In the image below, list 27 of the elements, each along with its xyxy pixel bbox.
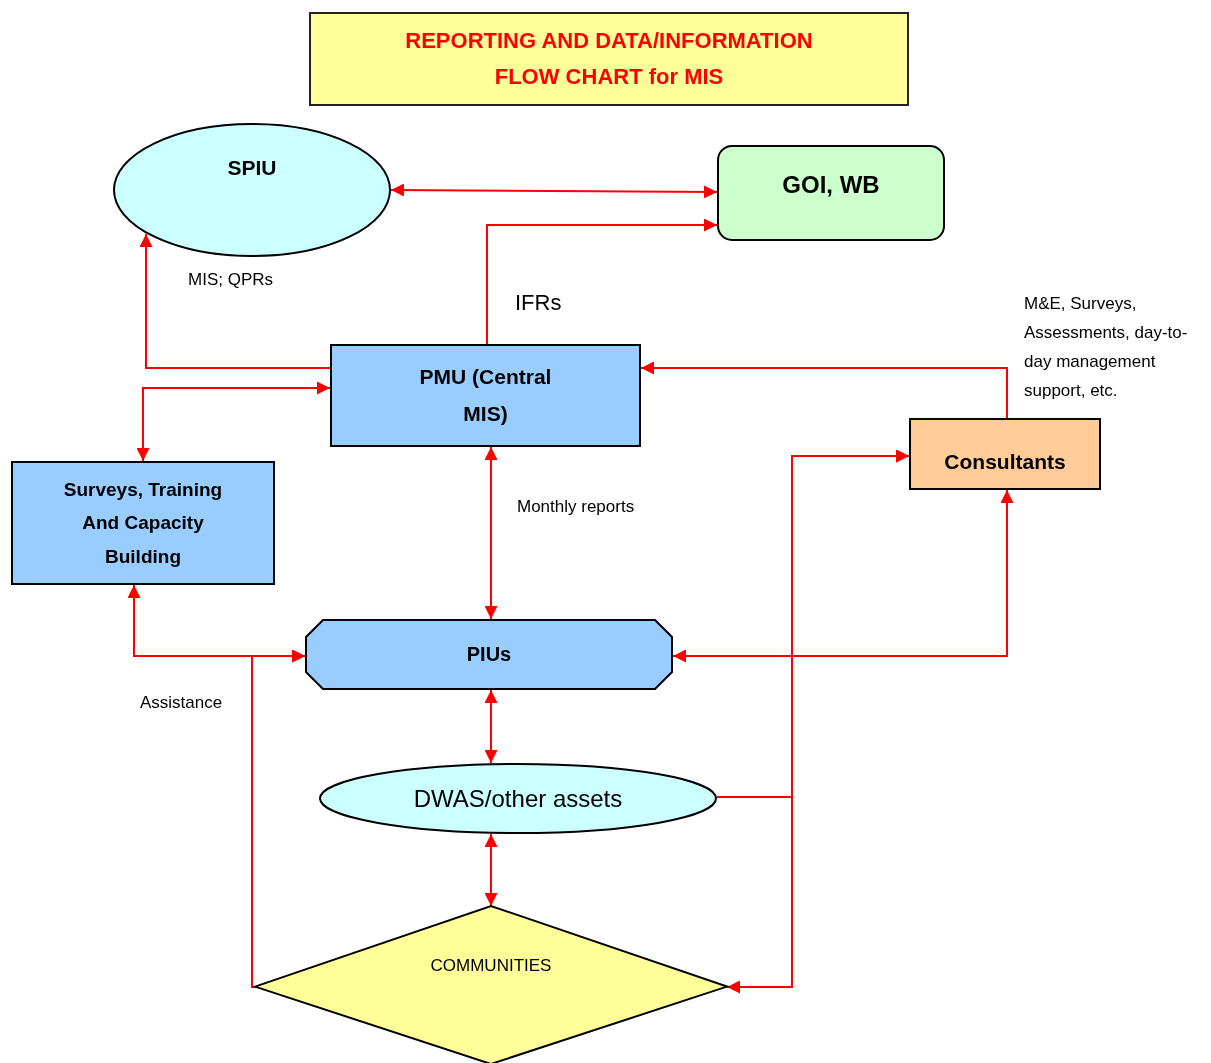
arrow <box>484 689 498 764</box>
arrow <box>726 449 910 994</box>
node-label: PIUs <box>466 643 512 666</box>
arrow <box>672 489 1014 663</box>
node-label: GOI, WB <box>782 171 880 199</box>
ellipse-node <box>319 763 717 834</box>
arrow <box>139 233 331 369</box>
node-label: SPIU <box>227 156 277 180</box>
decision-diamond <box>255 906 727 1063</box>
node-label: Consultants <box>944 450 1066 474</box>
arrow <box>640 361 1008 419</box>
arrow <box>484 446 498 620</box>
title-banner: REPORTING AND DATA/INFORMATION FLOW CHART for MIS <box>309 12 909 106</box>
rounded-box <box>717 145 945 241</box>
ellipse-node <box>113 123 391 257</box>
node-label: Surveys, Training And Capacity Building <box>62 478 224 569</box>
node-label: COMMUNITIES <box>430 956 552 976</box>
arrow <box>390 183 718 199</box>
arrow <box>484 833 498 907</box>
arrow <box>136 381 331 462</box>
process-box <box>330 344 641 447</box>
process-box <box>11 461 275 585</box>
arrow <box>251 649 306 988</box>
node-label: PMU (Central MIS) <box>418 363 553 427</box>
node-label: DWAS/other assets <box>413 784 623 813</box>
arrow <box>486 218 718 345</box>
process-box <box>909 418 1101 490</box>
